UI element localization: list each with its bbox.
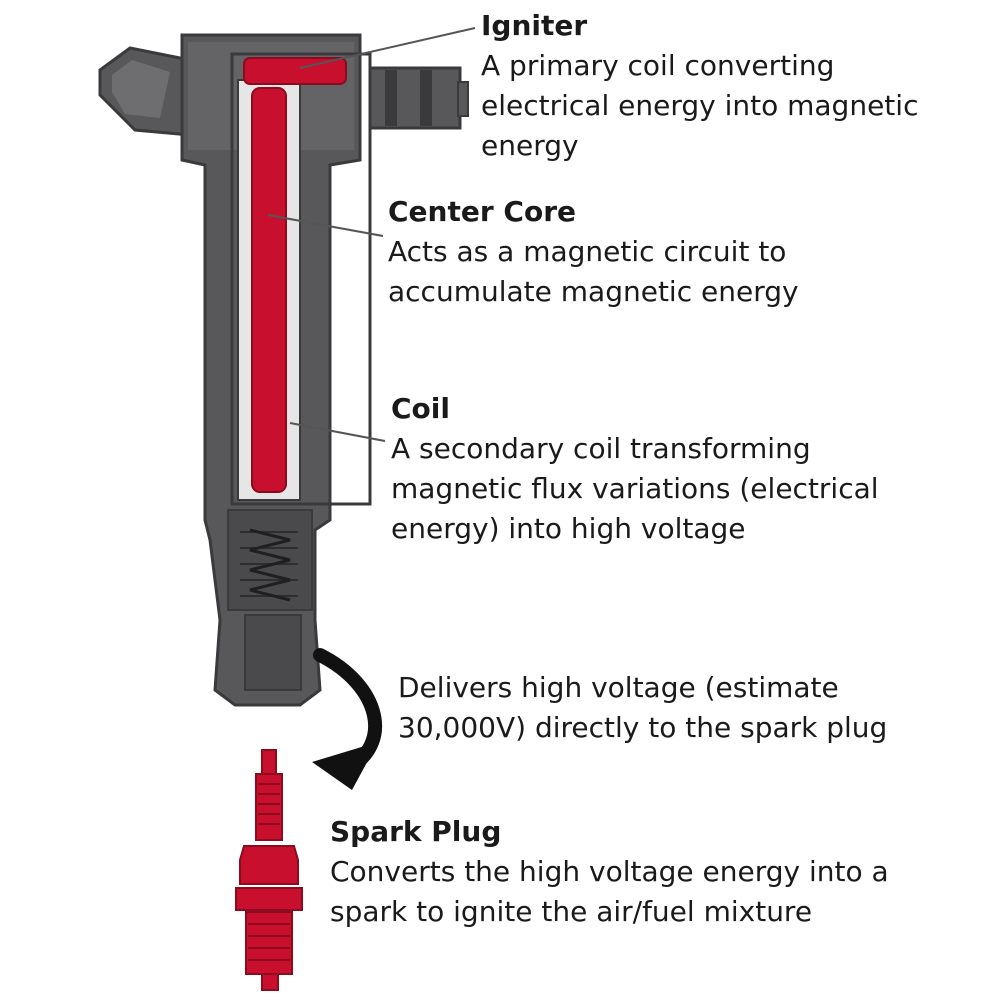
spark-plug-title: Spark Plug <box>330 815 502 848</box>
igniter-part <box>243 57 347 85</box>
spark-plug-label: Spark Plug Converts the high voltage ene… <box>330 812 970 932</box>
connector-housing <box>98 46 192 137</box>
spark-plug-description: Converts the high voltage energy into a … <box>330 855 889 928</box>
igniter-title: Igniter <box>481 9 588 42</box>
coil-title: Coil <box>391 392 450 425</box>
delivery-label: Delivers high voltage (estimate 30,000V)… <box>398 668 958 748</box>
center-core-label: Center Core Acts as a magnetic circuit t… <box>388 192 908 312</box>
coil-description: A secondary coil transforming magnetic f… <box>391 432 879 545</box>
center-core-title: Center Core <box>388 195 576 228</box>
leader-lines <box>267 27 476 442</box>
spark-plug-part <box>235 749 303 991</box>
igniter-description: A primary coil converting electrical ene… <box>481 49 919 162</box>
center-core-part <box>251 87 287 493</box>
curved-arrow-icon <box>312 648 383 790</box>
igniter-label: Igniter A primary coil converting electr… <box>481 6 981 166</box>
coil-label: Coil A secondary coil transforming magne… <box>391 389 951 549</box>
center-core-description: Acts as a magnetic circuit to accumulate… <box>388 235 799 308</box>
delivery-description: Delivers high voltage (estimate 30,000V)… <box>398 671 888 744</box>
side-connector <box>368 66 469 130</box>
